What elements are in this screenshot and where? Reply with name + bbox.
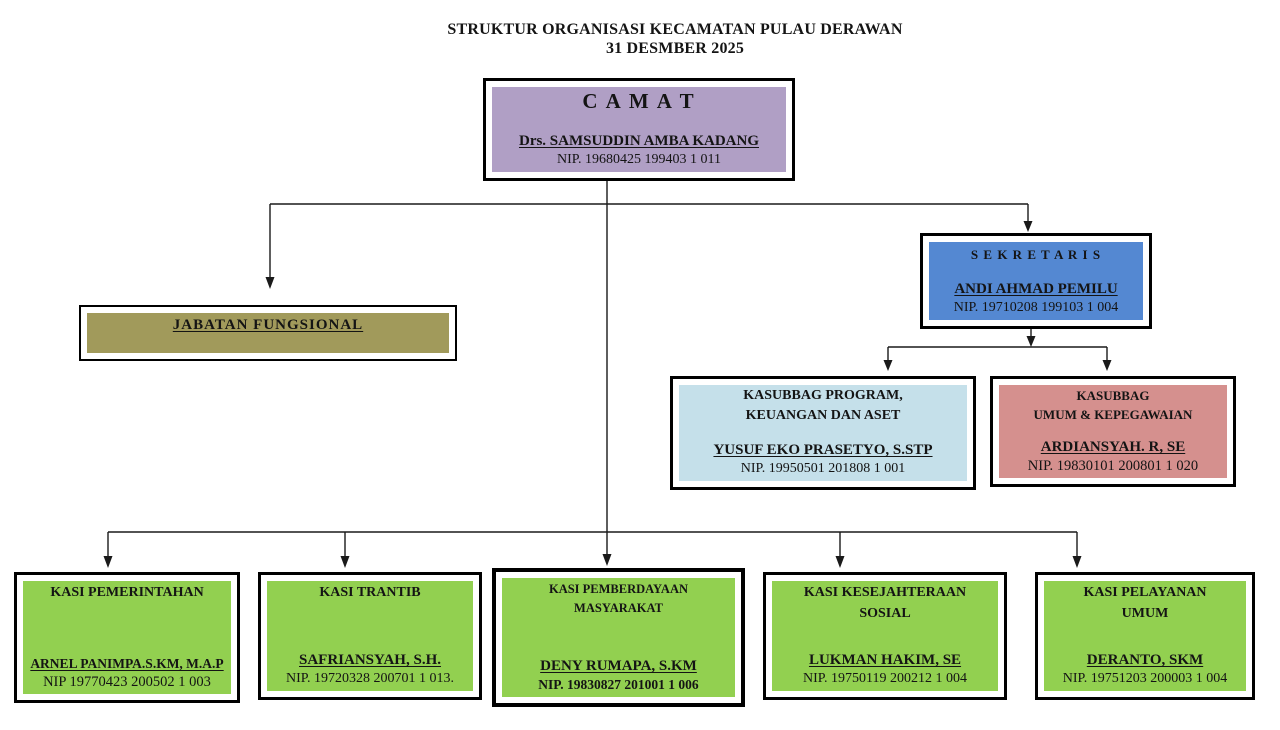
node-kasubbag-umum-fill: KASUBBAG UMUM & KEPEGAWAIAN ARDIANSYAH. …: [999, 385, 1227, 478]
node-kasubbag-program-role-line2: KEUANGAN DAN ASET: [745, 408, 901, 423]
node-kasi-trantib-name: SAFRIANSYAH, S.H.: [299, 652, 441, 668]
node-kasubbag-umum-name: ARDIANSYAH. R, SE: [1040, 439, 1186, 455]
node-camat-nip: NIP. 19680425 199403 1 011: [557, 152, 721, 167]
node-sekretaris-fill: S E K R E T A R I S ANDI AHMAD PEMILU NI…: [929, 242, 1143, 320]
chart-title-line1: STRUKTUR ORGANISASI KECAMATAN PULAU DERA…: [447, 21, 903, 38]
node-kasi-kesejahteraan-fill: KASI KESEJAHTERAAN SOSIAL LUKMAN HAKIM, …: [772, 581, 998, 691]
node-kasubbag-program: KASUBBAG PROGRAM, KEUANGAN DAN ASET YUSU…: [670, 376, 976, 490]
node-kasubbag-program-name: YUSUF EKO PRASETYO, S.STP: [713, 442, 933, 458]
node-kasi-trantib-fill: KASI TRANTIB SAFRIANSYAH, S.H. NIP. 1972…: [267, 581, 473, 691]
node-kasi-pelayanan-role-line2: UMUM: [1121, 606, 1169, 621]
node-kasi-trantib-role-line1: KASI TRANTIB: [319, 585, 421, 600]
node-sekretaris-nip: NIP. 19710208 199103 1 004: [953, 300, 1119, 315]
node-kasi-kesejahteraan-role-line1: KASI KESEJAHTERAAN: [803, 585, 967, 600]
node-jabatan-fungsional-fill: JABATAN FUNGSIONAL: [87, 313, 449, 353]
node-kasi-pemberdayaan-name: DENY RUMAPA, S.KM: [540, 658, 697, 674]
node-kasi-pelayanan-name: DERANTO, SKM: [1086, 652, 1204, 668]
node-kasi-pelayanan: KASI PELAYANAN UMUM DERANTO, SKM NIP. 19…: [1035, 572, 1255, 700]
node-camat-name: Drs. SAMSUDDIN AMBA KADANG: [518, 133, 759, 149]
node-kasi-pemerintahan-name: ARNEL PANIMPA.S.KM, M.A.P: [30, 656, 224, 671]
node-camat-role: C A M A T: [582, 89, 696, 113]
node-sekretaris-role: S E K R E T A R I S: [970, 247, 1102, 262]
node-kasubbag-program-nip: NIP. 19950501 201808 1 001: [740, 461, 906, 476]
node-kasi-pemberdayaan: KASI PEMBERDAYAAN MASYARAKAT DENY RUMAPA…: [492, 568, 745, 707]
node-jabatan-fungsional: JABATAN FUNGSIONAL: [79, 305, 457, 361]
node-kasi-trantib-nip: NIP. 19720328 200701 1 013.: [285, 671, 454, 686]
node-kasi-pemerintahan: KASI PEMERINTAHAN ARNEL PANIMPA.S.KM, M.…: [14, 572, 240, 703]
node-kasubbag-umum-role-line2: UMUM & KEPEGAWAIAN: [1033, 407, 1193, 422]
arrowheads: [103, 221, 1112, 568]
node-camat-fill: C A M A T Drs. SAMSUDDIN AMBA KADANG NIP…: [492, 87, 786, 172]
node-jabatan-fungsional-role: JABATAN FUNGSIONAL: [172, 317, 364, 333]
node-kasi-pemberdayaan-fill: KASI PEMBERDAYAAN MASYARAKAT DENY RUMAPA…: [502, 578, 735, 697]
chart-title-line2: 31 DESMBER 2025: [605, 40, 745, 57]
node-kasubbag-program-fill: KASUBBAG PROGRAM, KEUANGAN DAN ASET YUSU…: [679, 385, 967, 481]
node-kasi-pemberdayaan-role-line2: MASYARAKAT: [574, 601, 663, 615]
node-kasubbag-umum-nip: NIP. 19830101 200801 1 020: [1027, 458, 1199, 474]
node-kasi-pemerintahan-role-line1: KASI PEMERINTAHAN: [50, 585, 204, 600]
node-sekretaris-name: ANDI AHMAD PEMILU: [954, 281, 1118, 297]
node-kasi-pelayanan-nip: NIP. 19751203 200003 1 004: [1062, 671, 1228, 686]
node-kasi-pemberdayaan-nip: NIP. 19830827 201001 1 006: [538, 677, 699, 692]
node-kasubbag-program-role-line1: KASUBBAG PROGRAM,: [743, 388, 903, 403]
node-kasi-pemberdayaan-role-line1: KASI PEMBERDAYAAN: [548, 582, 689, 596]
node-sekretaris: S E K R E T A R I S ANDI AHMAD PEMILU NI…: [920, 233, 1152, 329]
node-camat: C A M A T Drs. SAMSUDDIN AMBA KADANG NIP…: [483, 78, 795, 181]
chart-title: STRUKTUR ORGANISASI KECAMATAN PULAU DERA…: [70, 20, 1280, 58]
node-kasi-kesejahteraan-role-line2: SOSIAL: [859, 606, 911, 621]
node-kasi-pemerintahan-fill: KASI PEMERINTAHAN ARNEL PANIMPA.S.KM, M.…: [23, 581, 231, 694]
node-kasi-pelayanan-fill: KASI PELAYANAN UMUM DERANTO, SKM NIP. 19…: [1044, 581, 1246, 691]
node-kasi-kesejahteraan-nip: NIP. 19750119 200212 1 004: [803, 671, 967, 686]
node-kasi-kesejahteraan: KASI KESEJAHTERAAN SOSIAL LUKMAN HAKIM, …: [763, 572, 1007, 700]
node-kasi-pemerintahan-nip: NIP 19770423 200502 1 003: [43, 674, 211, 690]
node-kasi-kesejahteraan-name: LUKMAN HAKIM, SE: [808, 652, 962, 668]
node-kasi-pelayanan-role-line1: KASI PELAYANAN: [1083, 585, 1207, 600]
node-kasi-trantib: KASI TRANTIB SAFRIANSYAH, S.H. NIP. 1972…: [258, 572, 482, 700]
node-kasubbag-umum-role-line1: KASUBBAG: [1076, 388, 1150, 403]
node-kasubbag-umum: KASUBBAG UMUM & KEPEGAWAIAN ARDIANSYAH. …: [990, 376, 1236, 487]
